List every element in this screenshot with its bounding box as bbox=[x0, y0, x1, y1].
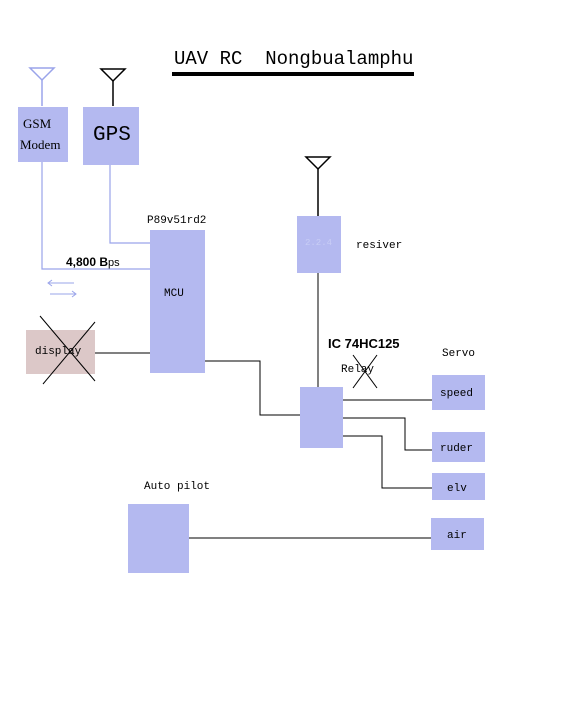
display-label: display bbox=[35, 346, 82, 358]
mcu-block bbox=[150, 230, 205, 373]
title-underline bbox=[172, 72, 414, 76]
relay-ic-label: IC 74HC125 bbox=[328, 336, 400, 351]
mcu-relay-wire bbox=[205, 360, 300, 416]
air-block bbox=[431, 518, 484, 550]
ruder-block bbox=[432, 432, 485, 462]
gsm-mcu-wire bbox=[41, 162, 150, 270]
display-cross-icon bbox=[39, 315, 96, 385]
gsm-modem-label: Modem bbox=[20, 137, 60, 152]
baud-rate-label: 4,800 Bps bbox=[66, 255, 120, 269]
gsm-label: GSM bbox=[23, 116, 52, 131]
gps-block bbox=[83, 107, 139, 165]
gsm-antenna-icon bbox=[28, 67, 56, 106]
receiver-inner-label: 2.2.4 bbox=[305, 238, 332, 248]
air-label: air bbox=[447, 530, 467, 542]
receiver-block bbox=[297, 216, 341, 273]
mcu-chip-label: P89v51rd2 bbox=[147, 215, 206, 227]
baud-rate-unit: ps bbox=[108, 257, 120, 269]
elv-block bbox=[432, 473, 485, 500]
mcu-label: MCU bbox=[164, 288, 184, 300]
data-direction-arrows-icon bbox=[47, 279, 77, 298]
speed-label: speed bbox=[440, 388, 473, 400]
autopilot-label: Auto pilot bbox=[144, 481, 210, 493]
baud-rate-value: 4,800 B bbox=[66, 255, 108, 269]
relay-ruder-wire bbox=[343, 417, 432, 451]
elv-label: elv bbox=[447, 483, 467, 495]
relay-cross-icon bbox=[352, 354, 378, 389]
receiver-antenna-icon bbox=[304, 156, 332, 216]
ruder-label: ruder bbox=[440, 443, 473, 455]
receiver-label: resiver bbox=[356, 240, 402, 252]
diagram-title: UAV RC Nongbualamphu bbox=[174, 48, 413, 70]
relay-elv-wire bbox=[343, 435, 432, 489]
relay-block bbox=[300, 387, 343, 448]
gps-antenna-icon bbox=[99, 68, 127, 106]
gps-label: GPS bbox=[93, 124, 131, 147]
autopilot-block bbox=[128, 504, 189, 573]
gps-mcu-wire bbox=[109, 165, 150, 244]
servo-title: Servo bbox=[442, 348, 475, 360]
speed-block bbox=[432, 375, 485, 410]
gsm-modem-block bbox=[18, 107, 68, 162]
